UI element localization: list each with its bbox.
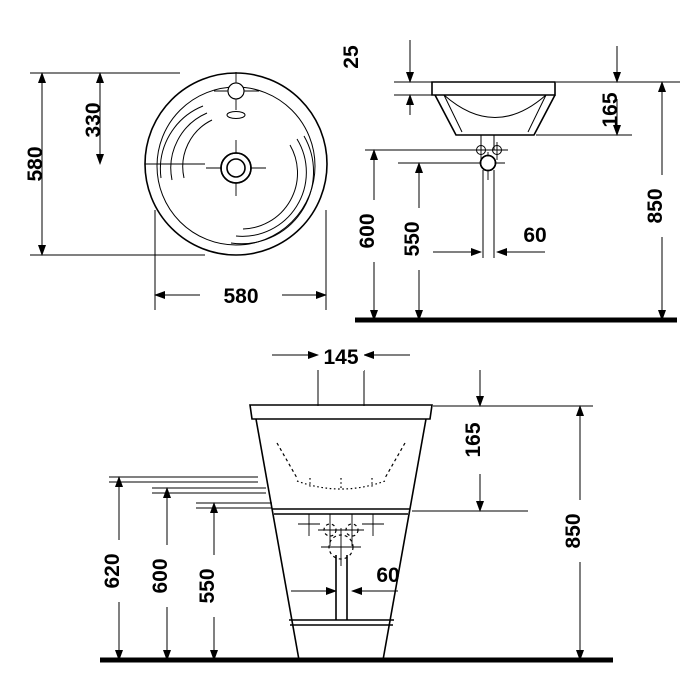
dim-label-600: 600 bbox=[356, 213, 379, 248]
cold-supply-hole-front-icon bbox=[345, 523, 359, 537]
basin-rim-front-view bbox=[249, 404, 433, 420]
front-view-group: 145 165 850 620 bbox=[100, 339, 613, 663]
dim-side-850: 850 bbox=[644, 81, 676, 321]
basin-bowl-side-section bbox=[434, 94, 556, 136]
dim-label-850-front: 850 bbox=[562, 513, 585, 548]
dim-label-580-horizontal: 580 bbox=[223, 285, 258, 308]
waste-outlet-front-view bbox=[328, 534, 354, 560]
dim-side-600: 600 bbox=[356, 149, 388, 321]
basin-rim-side-view bbox=[431, 81, 556, 96]
front-view-extension-lines bbox=[109, 370, 593, 512]
dim-label-580-vertical: 580 bbox=[24, 146, 47, 181]
dim-label-850: 850 bbox=[644, 188, 667, 223]
dim-side-25: 25 bbox=[340, 45, 414, 115]
side-view-group: 25 165 850 600 bbox=[340, 40, 680, 323]
dim-side-550: 550 bbox=[401, 162, 433, 321]
dim-label-330-vertical: 330 bbox=[82, 102, 105, 137]
top-view-group: 580 330 580 bbox=[24, 72, 328, 310]
overflow-slot-top-view bbox=[226, 111, 246, 119]
dim-front-600: 600 bbox=[149, 487, 181, 661]
dim-side-165: 165 bbox=[599, 46, 622, 136]
dim-front-550: 550 bbox=[196, 502, 228, 661]
basin-swirl-arcs-left bbox=[159, 105, 213, 181]
waste-outlet-top-view bbox=[206, 140, 266, 196]
dim-label-60: 60 bbox=[523, 224, 546, 247]
dim-label-550-front: 550 bbox=[196, 568, 219, 603]
tap-hole-top-view bbox=[214, 72, 259, 110]
dim-label-165-front: 165 bbox=[462, 422, 485, 457]
dim-front-620: 620 bbox=[101, 476, 133, 661]
dim-front-60: 60 bbox=[291, 564, 400, 595]
dim-top-330-vertical: 330 bbox=[82, 72, 105, 165]
dim-side-60: 60 bbox=[433, 224, 547, 256]
dim-label-600-front: 600 bbox=[149, 558, 172, 593]
dim-label-145: 145 bbox=[323, 346, 358, 369]
dim-label-620: 620 bbox=[101, 553, 124, 588]
dim-front-165: 165 bbox=[462, 370, 485, 512]
hidden-bowl-outline-front-view bbox=[276, 442, 406, 490]
basin-swirl-arcs-right bbox=[230, 135, 314, 245]
dim-front-145: 145 bbox=[272, 339, 410, 371]
hot-supply-hole-front-icon bbox=[323, 523, 337, 537]
plumbing-fittings-side-view bbox=[470, 135, 508, 258]
dim-top-580-horizontal: 580 bbox=[154, 280, 327, 310]
side-view-extension-lines bbox=[365, 40, 680, 164]
dim-label-25: 25 bbox=[340, 45, 363, 69]
top-view-extension-lines bbox=[30, 72, 327, 310]
dim-label-60-front: 60 bbox=[376, 564, 399, 587]
cold-supply-hole-icon bbox=[492, 145, 502, 155]
dim-label-550: 550 bbox=[401, 221, 424, 256]
plumbing-fittings-front-view bbox=[298, 514, 384, 620]
dim-label-165: 165 bbox=[599, 92, 622, 127]
dim-top-580-vertical: 580 bbox=[24, 72, 47, 256]
dim-front-850: 850 bbox=[562, 405, 594, 661]
waste-outlet-side-view bbox=[479, 154, 497, 172]
pedestal-body-front-view bbox=[255, 418, 427, 661]
